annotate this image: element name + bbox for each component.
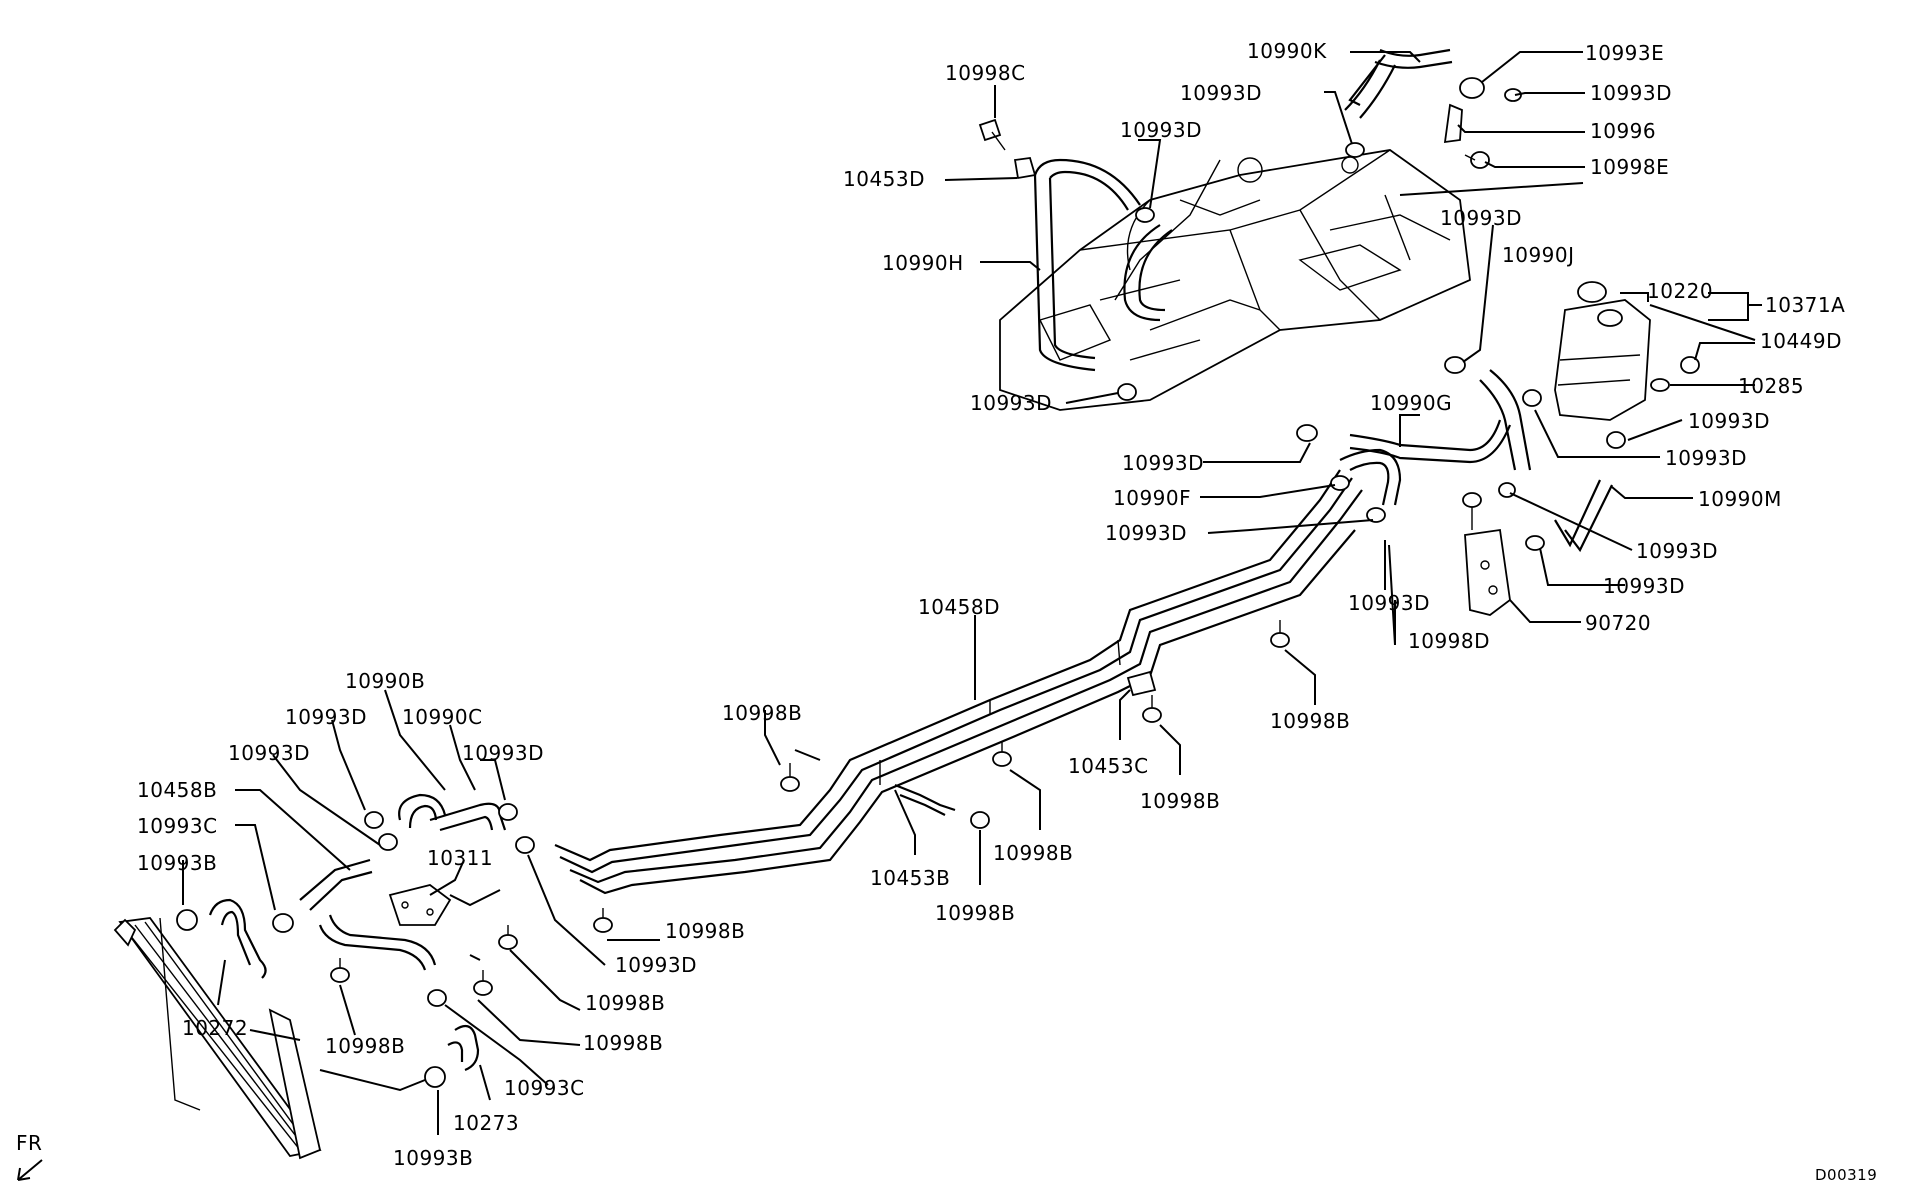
pipes-10458d xyxy=(554,469,1363,895)
engine-assembly xyxy=(999,149,1471,411)
label-10990G: 10990G xyxy=(1370,391,1452,415)
label-10993D-a: 10993D xyxy=(1590,81,1672,105)
label-10285: 10285 xyxy=(1738,374,1804,398)
label-10990B: 10990B xyxy=(345,669,425,693)
label-10272: 10272 xyxy=(182,1016,248,1040)
label-10998B-f: 10998B xyxy=(665,919,745,943)
label-10998D: 10998D xyxy=(1408,629,1490,653)
label-10458B: 10458B xyxy=(137,778,217,802)
label-10998B-i: 10998B xyxy=(583,1031,663,1055)
label-10453C: 10453C xyxy=(1068,754,1149,778)
hoses-lower xyxy=(208,783,956,1072)
label-10993D-f: 10993D xyxy=(1688,409,1770,433)
label-10990H: 10990H xyxy=(882,251,964,275)
label-10993D-j: 10993D xyxy=(1636,539,1718,563)
label-10453D: 10453D xyxy=(843,167,925,191)
label-10993D-m: 10993D xyxy=(285,705,367,729)
leader-lines xyxy=(182,51,1762,1135)
label-10371A: 10371A xyxy=(1765,293,1845,317)
radiator xyxy=(113,917,322,1160)
label-10993D-k: 10993D xyxy=(1348,591,1430,615)
label-10998E: 10998E xyxy=(1590,155,1669,179)
label-10993D-o: 10993D xyxy=(462,741,544,765)
label-10458D: 10458D xyxy=(918,595,1000,619)
label-10453B: 10453B xyxy=(870,866,950,890)
label-90720: 90720 xyxy=(1585,611,1651,635)
front-direction-arrow xyxy=(17,1159,43,1181)
label-10998B-h: 10998B xyxy=(325,1034,405,1058)
small-parts xyxy=(176,77,1700,1088)
label-10993D-l: 10993D xyxy=(1603,574,1685,598)
label-10990M: 10990M xyxy=(1698,487,1782,511)
label-10993D-n: 10993D xyxy=(228,741,310,765)
label-10998B-g: 10998B xyxy=(585,991,665,1015)
label-10998B-b: 10998B xyxy=(1270,709,1350,733)
label-10993D-p: 10993D xyxy=(615,953,697,977)
diagram-code: D00319 xyxy=(1815,1166,1877,1184)
label-10311: 10311 xyxy=(427,846,493,870)
label-10990F: 10990F xyxy=(1113,486,1191,510)
label-10993C-a: 10993C xyxy=(137,814,218,838)
front-direction-label: FR xyxy=(16,1131,42,1155)
label-10990J: 10990J xyxy=(1502,243,1575,267)
label-10993D-h: 10993D xyxy=(1122,451,1204,475)
label-10998C: 10998C xyxy=(945,61,1026,85)
label-10990C: 10990C xyxy=(402,705,483,729)
label-10996: 10996 xyxy=(1590,119,1656,143)
label-10990K: 10990K xyxy=(1247,39,1327,63)
label-10993E: 10993E xyxy=(1585,41,1664,65)
label-10998B-a: 10998B xyxy=(722,701,802,725)
label-10993C-b: 10993C xyxy=(504,1076,585,1100)
label-10993B-a: 10993B xyxy=(137,851,217,875)
label-10993D-g: 10993D xyxy=(1665,446,1747,470)
label-10993D-i: 10993D xyxy=(1105,521,1187,545)
label-10993D-d: 10993D xyxy=(1440,206,1522,230)
label-10993B-b: 10993B xyxy=(393,1146,473,1170)
label-10220: 10220 xyxy=(1647,279,1713,303)
label-10998B-e: 10998B xyxy=(935,901,1015,925)
label-10273: 10273 xyxy=(453,1111,519,1135)
hoses-upper xyxy=(1033,48,1613,553)
label-10998B-d: 10998B xyxy=(993,841,1073,865)
part-labels: 10990K 10993E 10993D 10993D 10996 10998C… xyxy=(16,39,1877,1184)
label-10449D: 10449D xyxy=(1760,329,1842,353)
label-10998B-c: 10998B xyxy=(1140,789,1220,813)
label-10993D-c: 10993D xyxy=(1120,118,1202,142)
label-10993D-b: 10993D xyxy=(1180,81,1262,105)
label-10993D-e: 10993D xyxy=(970,391,1052,415)
